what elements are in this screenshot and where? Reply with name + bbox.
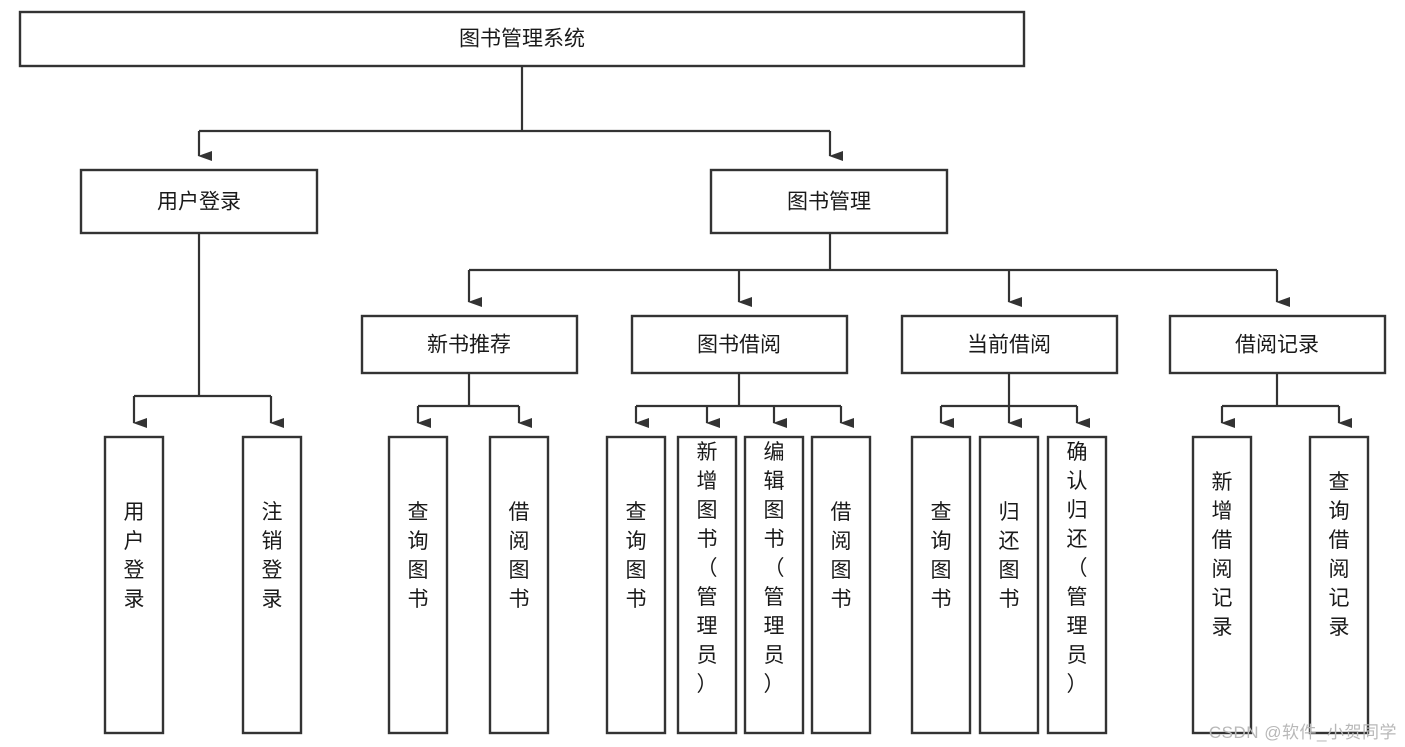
node-book-borrow[interactable]: 图书借阅: [630, 314, 849, 375]
node-leaf-add-book[interactable]: 新增图书（管理员）: [676, 435, 738, 735]
node-leaf-user-login-label: 用户登录: [124, 501, 145, 611]
node-new-book-recommend-box[interactable]: [360, 314, 579, 375]
node-leaf-confirm-return-label: 确认归还（管理员）: [1067, 441, 1088, 696]
node-leaf-return-book-label: 归还图书: [999, 501, 1020, 611]
node-book-borrow-label: 图书借阅: [697, 334, 781, 357]
node-borrow-record-label: 借阅记录: [1235, 334, 1319, 357]
node-current-borrow[interactable]: 当前借阅: [900, 314, 1119, 375]
node-leaf-query-books-3-box[interactable]: [910, 435, 972, 735]
node-book-borrow-box[interactable]: [630, 314, 849, 375]
node-leaf-logout-box[interactable]: [241, 435, 303, 735]
node-leaf-query-record-label: 查询借阅记录: [1329, 471, 1350, 639]
node-leaf-query-books-2-box[interactable]: [605, 435, 667, 735]
node-current-borrow-label: 当前借阅: [967, 334, 1051, 357]
node-leaf-confirm-return[interactable]: 确认归还（管理员）: [1046, 435, 1108, 735]
node-borrow-record-box[interactable]: [1168, 314, 1387, 375]
node-leaf-borrow-books-1[interactable]: 借阅图书: [488, 435, 550, 735]
node-leaf-query-record-box[interactable]: [1308, 435, 1370, 735]
node-new-book-recommend-label: 新书推荐: [427, 334, 511, 357]
node-leaf-add-record-label: 新增借阅记录: [1212, 471, 1233, 639]
node-leaf-query-books-1-label: 查询图书: [408, 501, 429, 611]
node-book-management-label: 图书管理: [787, 191, 871, 214]
node-leaf-edit-book-label: 编辑图书（管理员）: [764, 441, 785, 696]
node-leaf-borrow-books-1-label: 借阅图书: [509, 501, 530, 611]
node-book-management-box[interactable]: [709, 168, 949, 235]
node-user-login[interactable]: 用户登录: [79, 168, 319, 235]
node-leaf-add-book-box[interactable]: [676, 435, 738, 735]
node-leaf-logout-label: 注销登录: [262, 501, 283, 611]
node-leaf-return-book[interactable]: 归还图书: [978, 435, 1040, 735]
node-leaf-add-record[interactable]: 新增借阅记录: [1191, 435, 1253, 735]
node-current-borrow-box[interactable]: [900, 314, 1119, 375]
node-user-login-label: 用户登录: [157, 191, 241, 214]
node-leaf-query-books-3[interactable]: 查询图书: [910, 435, 972, 735]
node-leaf-add-book-label: 新增图书（管理员）: [697, 441, 718, 696]
node-root-box[interactable]: [18, 10, 1026, 68]
node-leaf-query-books-2[interactable]: 查询图书: [605, 435, 667, 735]
node-leaf-borrow-books-1-box[interactable]: [488, 435, 550, 735]
node-book-management[interactable]: 图书管理: [709, 168, 949, 235]
csdn-watermark: CSDN @软件_小贺同学: [1208, 723, 1397, 742]
node-leaf-confirm-return-box[interactable]: [1046, 435, 1108, 735]
node-leaf-user-login-box[interactable]: [103, 435, 165, 735]
node-leaf-query-books-3-label: 查询图书: [931, 501, 952, 611]
node-leaf-borrow-books-2-box[interactable]: [810, 435, 872, 735]
node-leaf-borrow-books-2-label: 借阅图书: [831, 501, 852, 611]
node-leaf-borrow-books-2[interactable]: 借阅图书: [810, 435, 872, 735]
node-leaf-query-books-1-box[interactable]: [387, 435, 449, 735]
connector-layer: [132, 66, 1352, 428]
node-leaf-query-books-2-label: 查询图书: [626, 501, 647, 611]
node-root[interactable]: 图书管理系统: [18, 10, 1026, 68]
node-leaf-edit-book[interactable]: 编辑图书（管理员）: [743, 435, 805, 735]
node-user-login-box[interactable]: [79, 168, 319, 235]
node-leaf-logout[interactable]: 注销登录: [241, 435, 303, 735]
node-leaf-user-login[interactable]: 用户登录: [103, 435, 165, 735]
node-new-book-recommend[interactable]: 新书推荐: [360, 314, 579, 375]
node-leaf-add-record-box[interactable]: [1191, 435, 1253, 735]
node-borrow-record[interactable]: 借阅记录: [1168, 314, 1387, 375]
node-leaf-return-book-box[interactable]: [978, 435, 1040, 735]
node-leaf-query-record[interactable]: 查询借阅记录: [1308, 435, 1370, 735]
node-leaf-edit-book-box[interactable]: [743, 435, 805, 735]
node-leaf-query-books-1[interactable]: 查询图书: [387, 435, 449, 735]
node-root-label: 图书管理系统: [459, 28, 585, 51]
